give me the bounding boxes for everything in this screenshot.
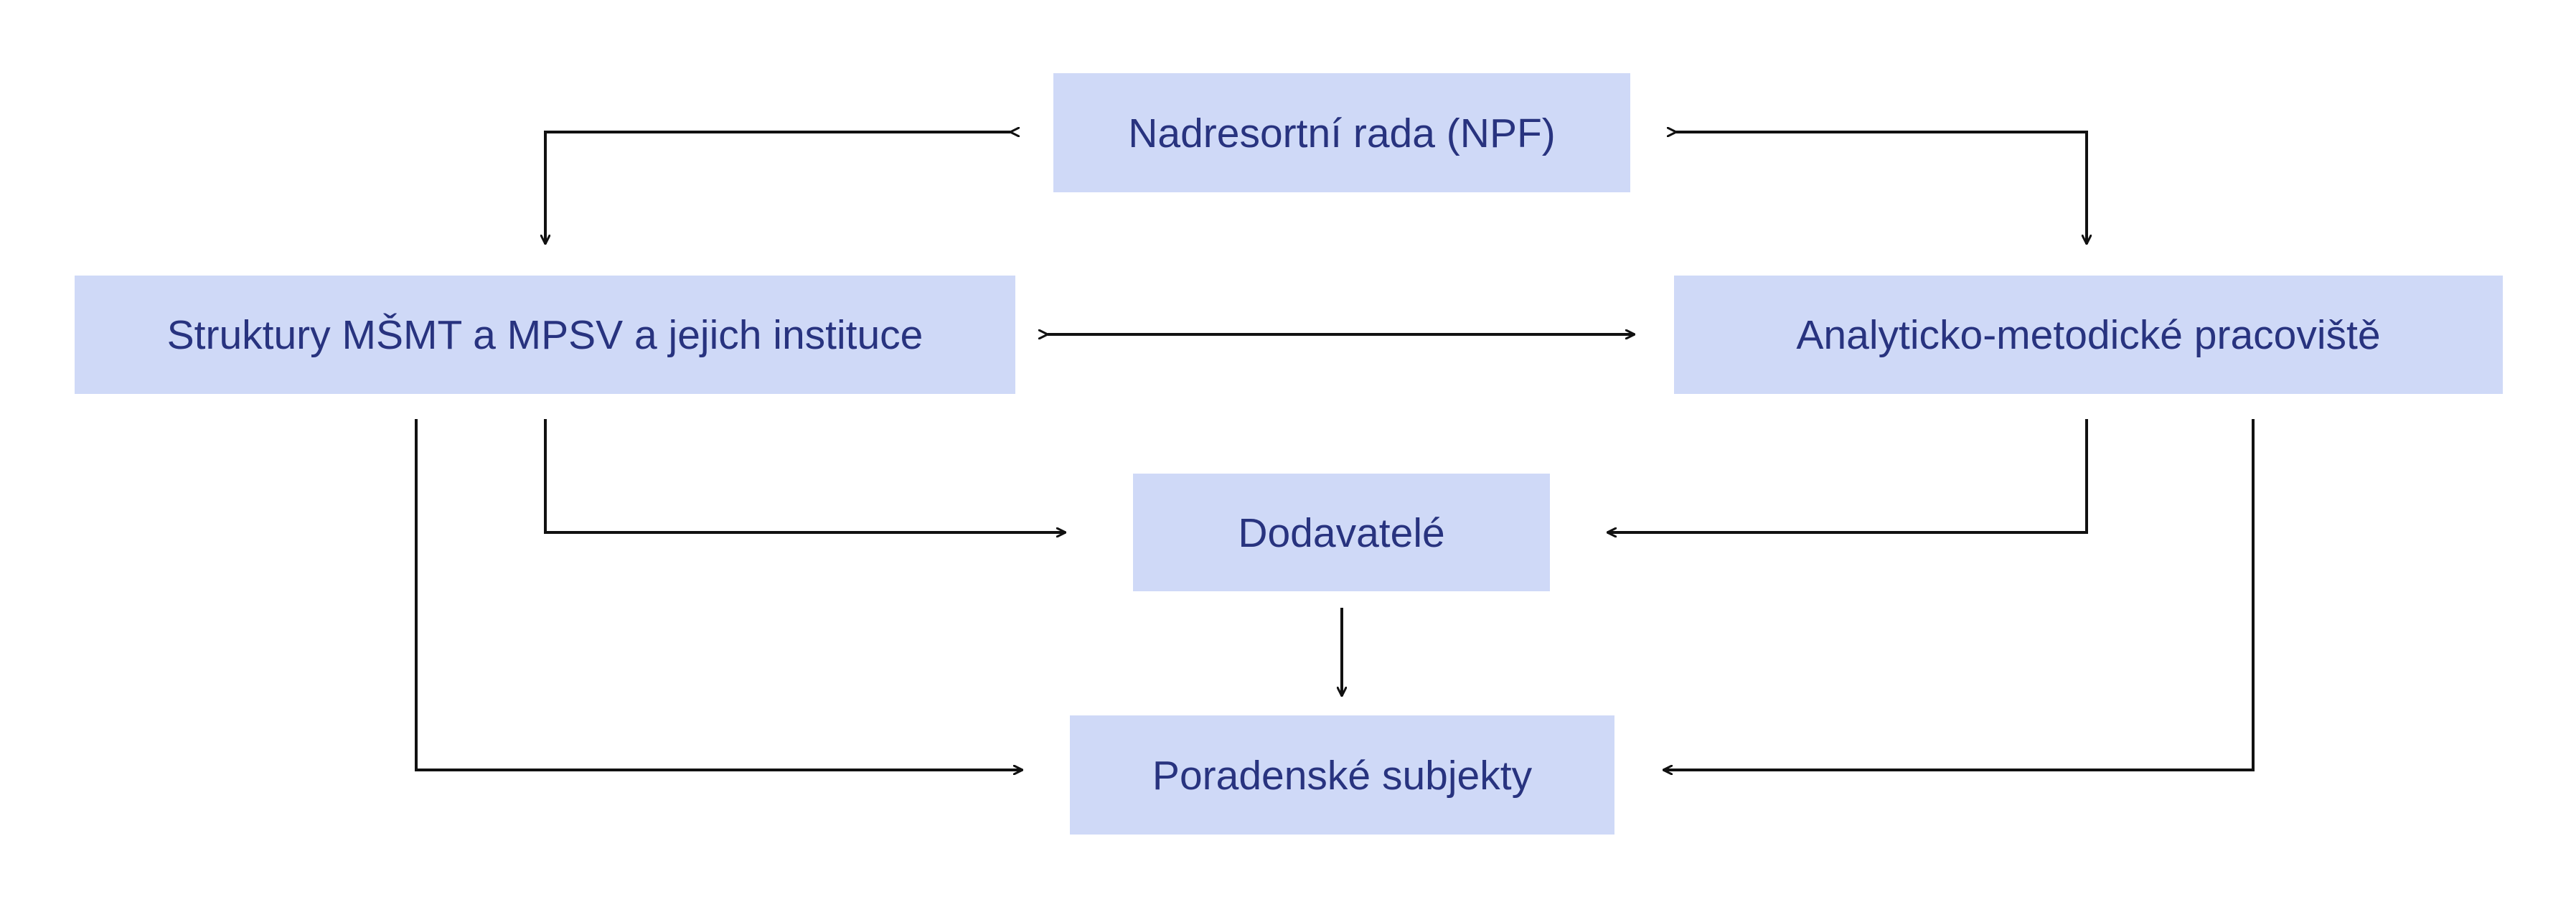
node-dodavatele: Dodavatelé [1133,474,1550,591]
node-label: Struktury MŠMT a MPSV a jejich instituce [166,312,923,358]
connector-left-to-bottom [415,419,1023,770]
connector-right-to-middle [1607,419,2088,532]
node-poradenske-subjekty: Poradenské subjekty [1070,715,1614,835]
connector-top-right [1676,132,2087,244]
node-nadresortni-rada: Nadresortní rada (NPF) [1053,73,1630,192]
node-label: Poradenské subjekty [1152,752,1533,799]
node-struktury-msmt-mpsv: Struktury MŠMT a MPSV a jejich instituce [75,276,1015,394]
node-label: Dodavatelé [1238,509,1445,556]
node-label: Nadresortní rada (NPF) [1128,110,1556,156]
node-label: Analyticko-metodické pracoviště [1796,312,2381,358]
connector-top-left [545,132,1010,244]
connector-right-to-bottom [1663,419,2255,770]
connector-left-to-middle [544,419,1066,532]
node-analyticko-metodicke-pracoviste: Analyticko-metodické pracoviště [1674,276,2503,394]
